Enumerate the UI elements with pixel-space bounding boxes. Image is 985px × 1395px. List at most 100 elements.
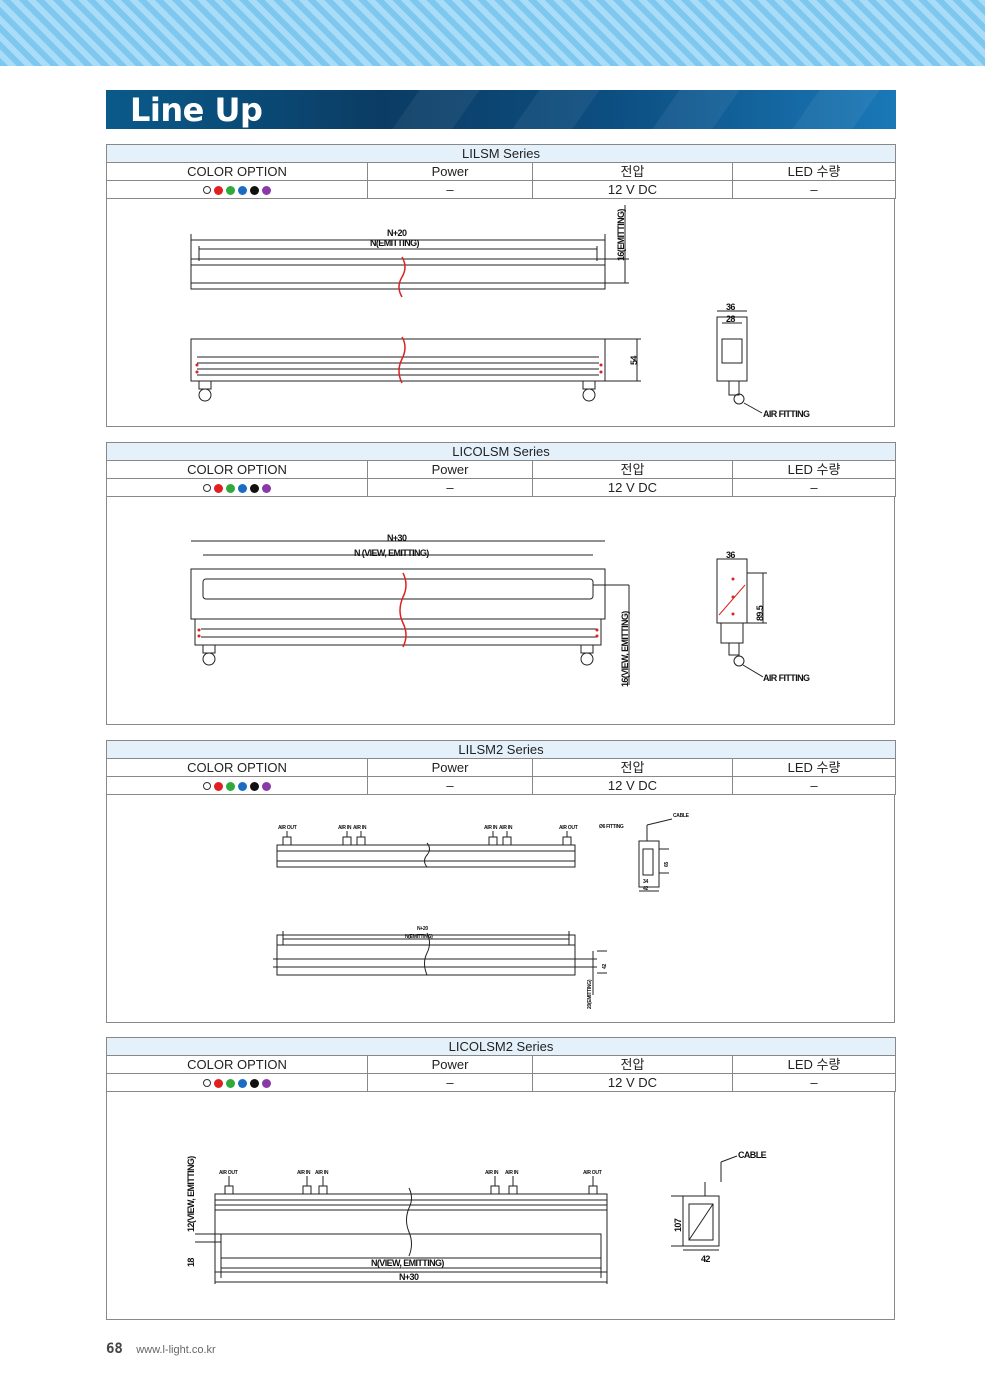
dim-height-emitting: 16(VIEW, EMITTING) <box>620 611 630 687</box>
dim-overall: N+30 <box>387 533 407 543</box>
led-count-value: – <box>731 1073 897 1092</box>
dim-emitting: N (VIEW, EMITTING) <box>354 548 429 558</box>
color-dot <box>203 782 211 791</box>
spec-table: LICOLSM2 Series COLOR OPTION Power 전압 LE… <box>105 1037 897 1092</box>
power-value: – <box>367 478 533 497</box>
col-led-count: LED 수량 <box>731 162 897 181</box>
air-out-label: AIR OUT <box>583 1170 602 1176</box>
col-color-option: COLOR OPTION <box>106 758 368 777</box>
series-licolsm: LICOLSM Series COLOR OPTION Power 전압 LED… <box>105 442 897 725</box>
page-footer: 68 www.l-light.co.kr <box>106 1341 216 1357</box>
series-lilsm2: LILSM2 Series COLOR OPTION Power 전압 LED … <box>105 740 897 1023</box>
color-dot <box>238 185 247 195</box>
color-dot <box>238 781 247 791</box>
dim-height-emitting: 20(EMITTING) <box>587 979 593 1009</box>
col-power: Power <box>367 758 533 777</box>
voltage-value: 12 V DC <box>532 180 733 199</box>
color-dot <box>214 1078 223 1088</box>
col-power: Power <box>367 1055 533 1074</box>
cable-label: CABLE <box>673 813 690 819</box>
website-url: www.l-light.co.kr <box>136 1344 216 1356</box>
dim-offset: 18 <box>186 1258 196 1267</box>
dim-w2: 42 <box>643 886 648 892</box>
power-value: – <box>367 1073 533 1092</box>
voltage-value: 12 V DC <box>532 478 733 497</box>
air-out-label: AIR OUT <box>278 825 297 831</box>
col-led-count: LED 수량 <box>731 460 897 479</box>
series-name: LILSM Series <box>105 144 897 163</box>
color-dot <box>203 1079 211 1088</box>
air-in-label: AIR IN <box>505 1170 519 1176</box>
color-dot <box>226 781 235 791</box>
col-color-option: COLOR OPTION <box>106 460 368 479</box>
series-licolsm2: LICOLSM2 Series COLOR OPTION Power 전압 LE… <box>105 1037 897 1320</box>
color-dot <box>203 484 211 493</box>
spec-table: LILSM2 Series COLOR OPTION Power 전압 LED … <box>105 740 897 795</box>
series-name: LILSM2 Series <box>105 740 897 759</box>
series-lilsm: LILSM Series COLOR OPTION Power 전압 LED 수… <box>105 144 897 427</box>
voltage-value: 12 V DC <box>532 1073 733 1092</box>
color-dot <box>250 781 259 791</box>
dim-height: 89.5 <box>755 605 765 621</box>
col-voltage: 전압 <box>532 460 733 479</box>
led-count-value: – <box>731 776 897 795</box>
dim-width: 42 <box>701 1254 710 1264</box>
series-name: LICOLSM2 Series <box>105 1037 897 1056</box>
led-count-value: – <box>731 180 897 199</box>
color-dot <box>214 781 223 791</box>
air-in-label: AIR IN <box>297 1170 311 1176</box>
dim-height: 54 <box>629 356 639 365</box>
air-out-label: AIR OUT <box>559 825 578 831</box>
spec-table: LICOLSM Series COLOR OPTION Power 전압 LED… <box>105 442 897 497</box>
page-number: 68 <box>106 1341 123 1357</box>
technical-drawing: AIR OUT AIR IN AIR IN AIR IN AIR IN AIR … <box>106 795 895 1023</box>
air-in-label: AIR IN <box>338 825 352 831</box>
dim-emitting: N(VIEW, EMITTING) <box>371 1258 444 1268</box>
color-dot <box>262 781 271 791</box>
color-dot <box>262 483 271 493</box>
color-dot <box>238 483 247 493</box>
dim-height-emitting: 12(VIEW, EMITTING) <box>186 1156 196 1232</box>
dim-overall: N+20 <box>387 228 407 238</box>
color-dot <box>214 483 223 493</box>
dim-height: 107 <box>673 1218 683 1232</box>
technical-drawing: N+20 N(EMITTING) 16(EMITTING) 54 36 28 A… <box>106 199 895 427</box>
color-dots <box>106 776 368 795</box>
fitting-label: Ø6 FITTING <box>599 824 624 830</box>
dim-overall: N+30 <box>399 1272 419 1282</box>
color-dot <box>203 186 211 195</box>
voltage-value: 12 V DC <box>532 776 733 795</box>
power-value: – <box>367 180 533 199</box>
spec-table: LILSM Series COLOR OPTION Power 전압 LED 수… <box>105 144 897 199</box>
dim-width-inner: 28 <box>726 314 735 324</box>
color-dot <box>262 1078 271 1088</box>
air-in-label: AIR IN <box>499 825 513 831</box>
top-pattern-band <box>0 0 985 66</box>
cable-label: CABLE <box>738 1150 767 1160</box>
dim-emitting: N(EMITTING) <box>370 238 419 248</box>
col-color-option: COLOR OPTION <box>106 162 368 181</box>
color-dot <box>226 185 235 195</box>
col-led-count: LED 수량 <box>731 758 897 777</box>
air-in-label: AIR IN <box>484 825 498 831</box>
color-dot <box>262 185 271 195</box>
color-dots <box>106 1073 368 1092</box>
col-led-count: LED 수량 <box>731 1055 897 1074</box>
power-value: – <box>367 776 533 795</box>
color-dot <box>250 1078 259 1088</box>
color-dots <box>106 478 368 497</box>
dim-height-emitting: 16(EMITTING) <box>616 209 626 261</box>
page-title: Line Up <box>130 91 263 129</box>
color-dot <box>250 483 259 493</box>
dim-emitting: N(EMITTING) <box>405 934 433 940</box>
color-dot <box>226 1078 235 1088</box>
air-in-label: AIR IN <box>353 825 367 831</box>
air-in-label: AIR IN <box>485 1170 499 1176</box>
technical-drawing: N+30 N (VIEW, EMITTING) 16(VIEW, EMITTIN… <box>106 497 895 725</box>
air-in-label: AIR IN <box>315 1170 329 1176</box>
color-dot <box>238 1078 247 1088</box>
technical-drawing: AIR OUT AIR IN AIR IN AIR IN AIR IN AIR … <box>106 1092 895 1320</box>
color-dot <box>226 483 235 493</box>
dim-side-height: 65 <box>664 862 670 867</box>
dim-height: 42 <box>602 964 608 969</box>
